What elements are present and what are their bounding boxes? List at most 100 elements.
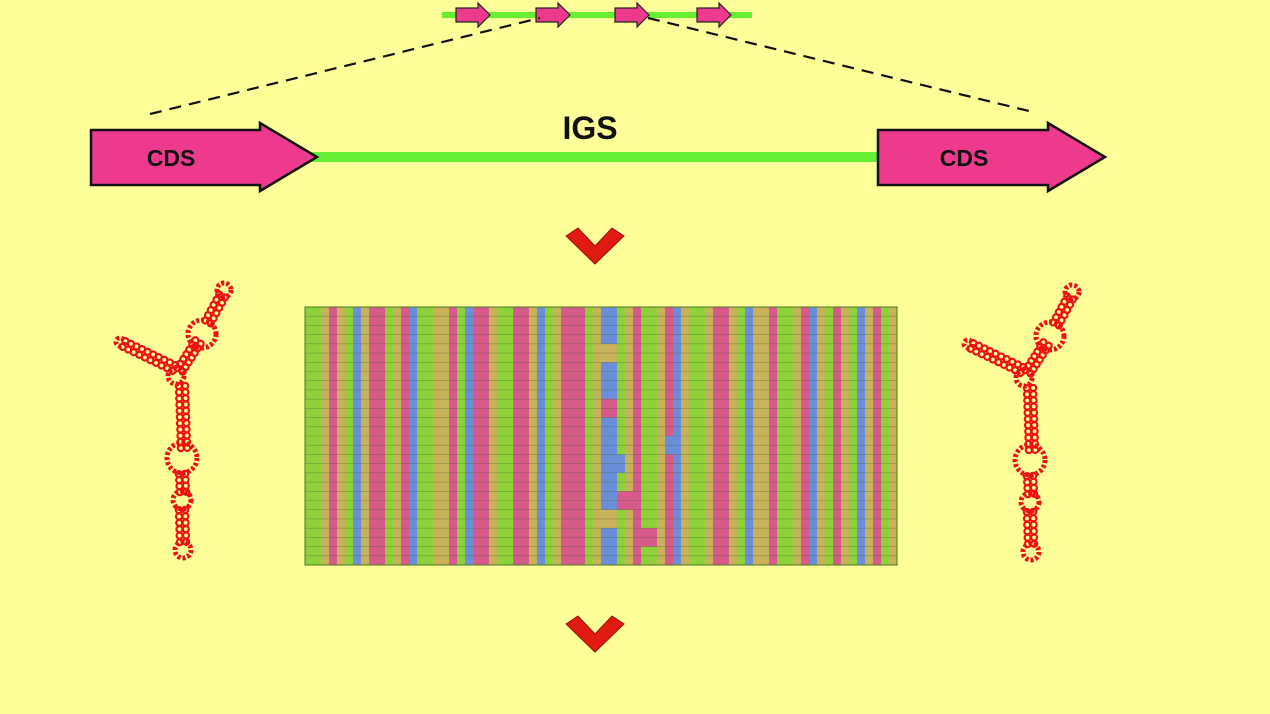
nucleotide-bead: [1029, 383, 1038, 392]
alignment-column: [465, 307, 474, 565]
hairpin-loop: [961, 337, 975, 351]
nucleotide-bead: [181, 387, 190, 397]
nucleotide-bead: [1029, 402, 1038, 411]
nucleotide-bead: [181, 394, 190, 403]
nucleotide-bead: [1024, 446, 1033, 455]
alignment-column: [745, 307, 754, 565]
alignment-column: [625, 307, 634, 565]
overview-gene-arrow-2: [535, 1, 571, 29]
alignment-column: [761, 307, 770, 565]
nucleotide-bead: [175, 518, 184, 527]
nucleotide-bead: [1023, 520, 1032, 529]
left-cds-label: CDS: [147, 145, 196, 171]
nucleotide-bead: [1029, 389, 1038, 399]
alignment-column: [561, 307, 570, 565]
alignment-column: [721, 307, 730, 565]
alignment-column: [529, 307, 538, 565]
alignment-column: [825, 307, 834, 565]
alignment-column: [577, 307, 586, 565]
nucleotide-bead: [1030, 489, 1039, 498]
sequence-alignment: [304, 306, 898, 566]
overview-gene-arrow-4: [696, 1, 732, 29]
alignment-column: [809, 307, 818, 565]
alignment-variant-cell: [609, 454, 625, 473]
alignment-column: [729, 307, 738, 565]
nucleotide-bead: [176, 444, 185, 453]
alignment-column: [553, 307, 562, 565]
alignment-column: [617, 307, 626, 565]
nucleotide-bead: [1023, 408, 1032, 418]
alignment-column: [881, 307, 890, 565]
nucleotide-bead: [1023, 421, 1033, 430]
nucleotide-bead: [182, 431, 191, 440]
left-cds-arrow: CDS: [89, 120, 320, 194]
hairpin-loop: [214, 280, 234, 300]
nucleotide-bead: [1022, 390, 1032, 399]
hairpin-loop: [1020, 541, 1042, 563]
alignment-column: [865, 307, 874, 565]
alignment-column: [321, 307, 330, 565]
nucleotide-bead: [175, 400, 184, 409]
alignment-column: [585, 307, 594, 565]
alignment-column: [649, 307, 658, 565]
alignment-column: [329, 307, 338, 565]
alignment-column: [409, 307, 418, 565]
alignment-column: [569, 307, 578, 565]
hairpin-loop: [1013, 367, 1035, 389]
nucleotide-bead: [176, 431, 185, 440]
alignment-column: [417, 307, 426, 565]
alignment-column: [609, 307, 618, 565]
alignment-column: [425, 307, 434, 565]
alignment-column: [769, 307, 778, 565]
nucleotide-bead: [181, 381, 190, 390]
hairpin-loop: [1062, 282, 1082, 302]
alignment-column: [793, 307, 802, 565]
alignment-column: [393, 307, 402, 565]
nucleotide-bead: [181, 400, 190, 409]
alignment-column: [545, 307, 554, 565]
alignment-column: [657, 307, 666, 565]
right-cds-label: CDS: [940, 145, 989, 171]
alignment-column: [641, 307, 650, 565]
nucleotide-bead: [182, 487, 191, 496]
igs-label: IGS: [562, 110, 617, 146]
nucleotide-bead: [1030, 433, 1039, 442]
nucleotide-bead: [175, 531, 184, 540]
nucleotide-bead: [182, 412, 191, 421]
rna-secondary-structure-icon: [961, 282, 1082, 563]
nucleotide-bead: [1029, 533, 1039, 542]
nucleotide-bead: [1023, 533, 1032, 542]
genome-overview-inset: [442, 1, 752, 29]
alignment-column: [481, 307, 490, 565]
nucleotide-bead: [175, 419, 185, 428]
alignment-column: [449, 307, 458, 565]
chevron-down-icon: [565, 615, 625, 653]
alignment-column: [833, 307, 842, 565]
nucleotide-bead: [181, 406, 191, 415]
alignment-column: [817, 307, 826, 565]
nucleotide-bead: [1023, 415, 1032, 424]
nucleotide-bead: [181, 531, 191, 540]
nucleotide-bead: [1039, 338, 1048, 347]
alignment-column: [681, 307, 690, 565]
nucleotide-bead: [174, 512, 184, 521]
nucleotide-bead: [181, 518, 190, 527]
nucleotide-bead: [1029, 396, 1038, 405]
nucleotide-bead: [1023, 402, 1032, 411]
rna-secondary-structure-icon: [113, 280, 234, 561]
alignment-column: [633, 307, 642, 565]
alignment-column: [345, 307, 354, 565]
alignment-variant-cell: [601, 343, 617, 363]
alignment-column: [753, 307, 762, 565]
hairpin-loop: [165, 365, 187, 387]
nucleotide-bead: [175, 406, 184, 416]
alignment-column: [841, 307, 850, 565]
nucleotide-bead: [1030, 427, 1039, 436]
nucleotide-bead: [182, 418, 191, 428]
nucleotide-bead: [182, 425, 191, 434]
alignment-column: [313, 307, 322, 565]
nucleotide-bead: [1044, 341, 1053, 350]
nucleotide-bead: [181, 512, 190, 521]
alignment-column: [473, 307, 482, 565]
